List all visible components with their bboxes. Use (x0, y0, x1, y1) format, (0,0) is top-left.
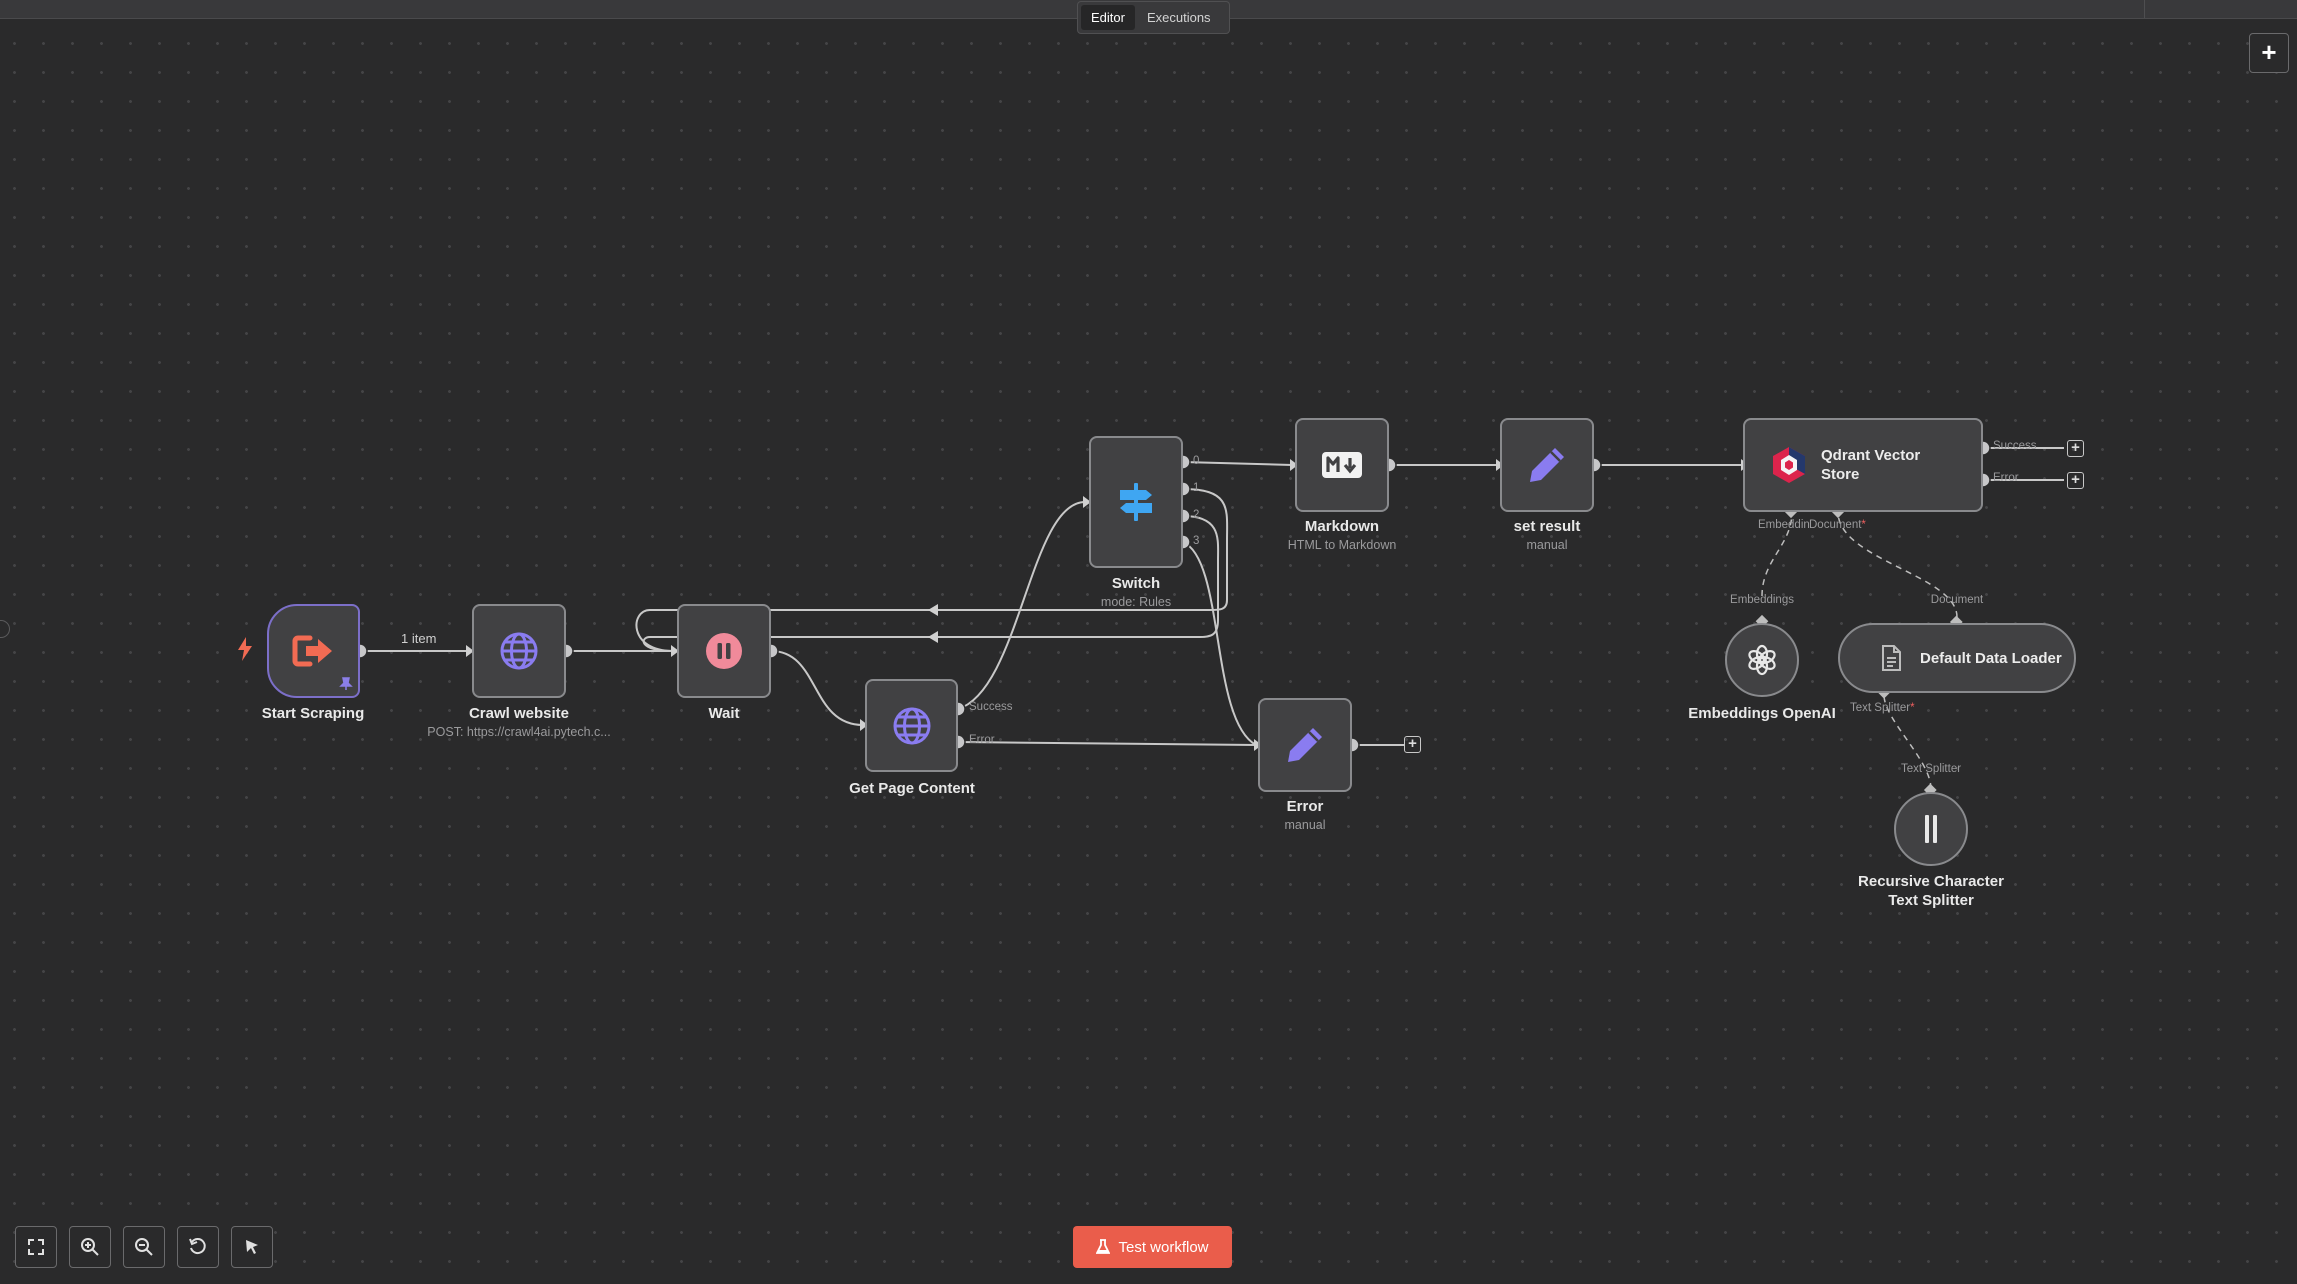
edge-get-error (957, 741, 1257, 746)
node-qdrant-title: Qdrant Vector Store (1821, 447, 1921, 483)
node-start-scraping[interactable] (267, 604, 360, 698)
edge-switch2-wait (642, 515, 1220, 652)
embeddings-port-label: Embeddings (1730, 594, 1794, 606)
qdrant-input-document-label: Document* (1809, 519, 1866, 531)
node-error-title: Error (1286, 798, 1324, 815)
switch-output-0: 0 (1193, 455, 1200, 467)
add-after-success-button[interactable]: + (2067, 440, 2084, 457)
node-set-result-subtitle: manual (1526, 538, 1568, 552)
zoom-out-icon (135, 1238, 153, 1256)
node-error[interactable] (1258, 698, 1352, 792)
edge-embeddings-qdrant (1761, 511, 1793, 597)
switch-output-3: 3 (1193, 535, 1200, 547)
arrow-markdown-in (1290, 459, 1298, 471)
loop-arrow-lower (928, 631, 938, 643)
view-tabs: Editor Executions (1077, 1, 1230, 34)
globe-icon (500, 632, 538, 670)
add-after-error-node-button[interactable]: + (1404, 736, 1421, 753)
node-switch-title: Switch (1111, 575, 1161, 592)
output-label-success: Success (969, 701, 1013, 713)
node-embeddings-openai-title: Embeddings OpenAI (1688, 705, 1836, 722)
loop-arrow-upper (928, 604, 938, 616)
node-recursive-character-text-splitter[interactable] (1894, 792, 1968, 866)
test-workflow-label: Test workflow (1118, 1238, 1209, 1256)
node-default-data-loader-title: Default Data Loader (1920, 649, 2062, 667)
openai-icon (1748, 644, 1776, 676)
document-port-label: Document (1930, 594, 1984, 606)
markdown-icon (1322, 452, 1362, 478)
fit-view-icon (28, 1239, 44, 1255)
qdrant-input-embedding-label: Embeddin (1758, 519, 1810, 531)
edge-switch-markdown (1182, 461, 1293, 466)
text-splitter-port-label: Text Splitter (1900, 763, 1962, 775)
switch-output-1: 1 (1193, 482, 1200, 494)
pin-icon (339, 677, 353, 690)
arrow-crawl-in (466, 645, 474, 657)
qdrant-icon (1773, 447, 1805, 483)
loader-input-text-splitter-label: Text Splitter* (1850, 702, 1915, 714)
qdrant-output-error: Error (1993, 472, 2019, 484)
trigger-bolt-icon (238, 637, 252, 661)
edge-get-switch (957, 501, 1086, 710)
tab-executions[interactable]: Executions (1146, 10, 1211, 25)
node-wait[interactable] (677, 604, 771, 698)
edge-switch1-wait (635, 488, 1229, 652)
pencil-icon (1530, 448, 1564, 482)
signpost-icon (1120, 483, 1152, 521)
node-crawl-website[interactable] (472, 604, 566, 698)
document-icon (1882, 645, 1901, 671)
node-embeddings-openai[interactable] (1725, 623, 1799, 697)
node-wait-title: Wait (708, 705, 740, 722)
node-markdown[interactable] (1295, 418, 1389, 512)
add-after-error-button[interactable]: + (2067, 472, 2084, 489)
fit-view-button[interactable] (15, 1226, 57, 1268)
top-bar-divider (2144, 0, 2145, 18)
edge-loader-qdrant (1837, 511, 1958, 618)
zoom-in-icon (81, 1238, 99, 1256)
node-text-splitter-title-line1: Recursive Character (1858, 873, 2004, 890)
zoom-out-button[interactable] (123, 1226, 165, 1268)
node-markdown-subtitle: HTML to Markdown (1287, 538, 1397, 552)
arrow-get-in (860, 719, 868, 731)
node-text-splitter-title-line2: Text Splitter (1888, 892, 1974, 909)
pencil-icon (1288, 728, 1322, 762)
select-cursor-icon (246, 1240, 258, 1254)
switch-output-2: 2 (1193, 509, 1200, 521)
exit-arrow-icon (292, 635, 332, 667)
test-workflow-button[interactable]: Test workflow (1073, 1226, 1232, 1268)
node-crawl-website-title: Crawl website (468, 705, 570, 722)
node-start-scraping-title: Start Scraping (261, 705, 365, 722)
output-label-error: Error (969, 734, 995, 746)
node-crawl-website-subtitle: POST: https://crawl4ai.pytech.c... (427, 725, 611, 739)
tab-editor[interactable]: Editor (1081, 5, 1135, 30)
qdrant-output-success: Success (1993, 440, 2037, 452)
arrow-wait-in (671, 645, 679, 657)
edge-switch3-error (1182, 541, 1257, 746)
node-set-result[interactable] (1500, 418, 1594, 512)
flask-icon (1096, 1239, 1111, 1254)
edge-item-count: 1 item (401, 631, 437, 646)
zoom-in-button[interactable] (69, 1226, 111, 1268)
node-default-data-loader[interactable]: Default Data Loader (1838, 623, 2076, 693)
edge-wait-get (770, 650, 864, 726)
select-mode-button[interactable] (231, 1226, 273, 1268)
arrow-switch-in (1083, 496, 1091, 508)
node-text-splitter-title: Recursive Character Text Splitter (1858, 872, 2004, 910)
node-markdown-title: Markdown (1304, 518, 1380, 535)
pause-icon (706, 633, 742, 669)
globe-icon (893, 707, 930, 744)
splitter-icon (1925, 815, 1937, 843)
node-switch[interactable] (1089, 436, 1183, 568)
node-get-page-content-title: Get Page Content (849, 780, 975, 797)
reset-zoom-button[interactable] (177, 1226, 219, 1268)
node-switch-subtitle: mode: Rules (1100, 595, 1172, 609)
node-qdrant-vector-store[interactable]: Qdrant Vector Store (1743, 418, 1983, 512)
node-get-page-content[interactable] (865, 679, 958, 772)
add-node-button[interactable]: + (2249, 33, 2289, 73)
reset-zoom-icon (189, 1238, 206, 1255)
node-error-subtitle: manual (1284, 818, 1326, 832)
node-set-result-title: set result (1513, 518, 1581, 535)
